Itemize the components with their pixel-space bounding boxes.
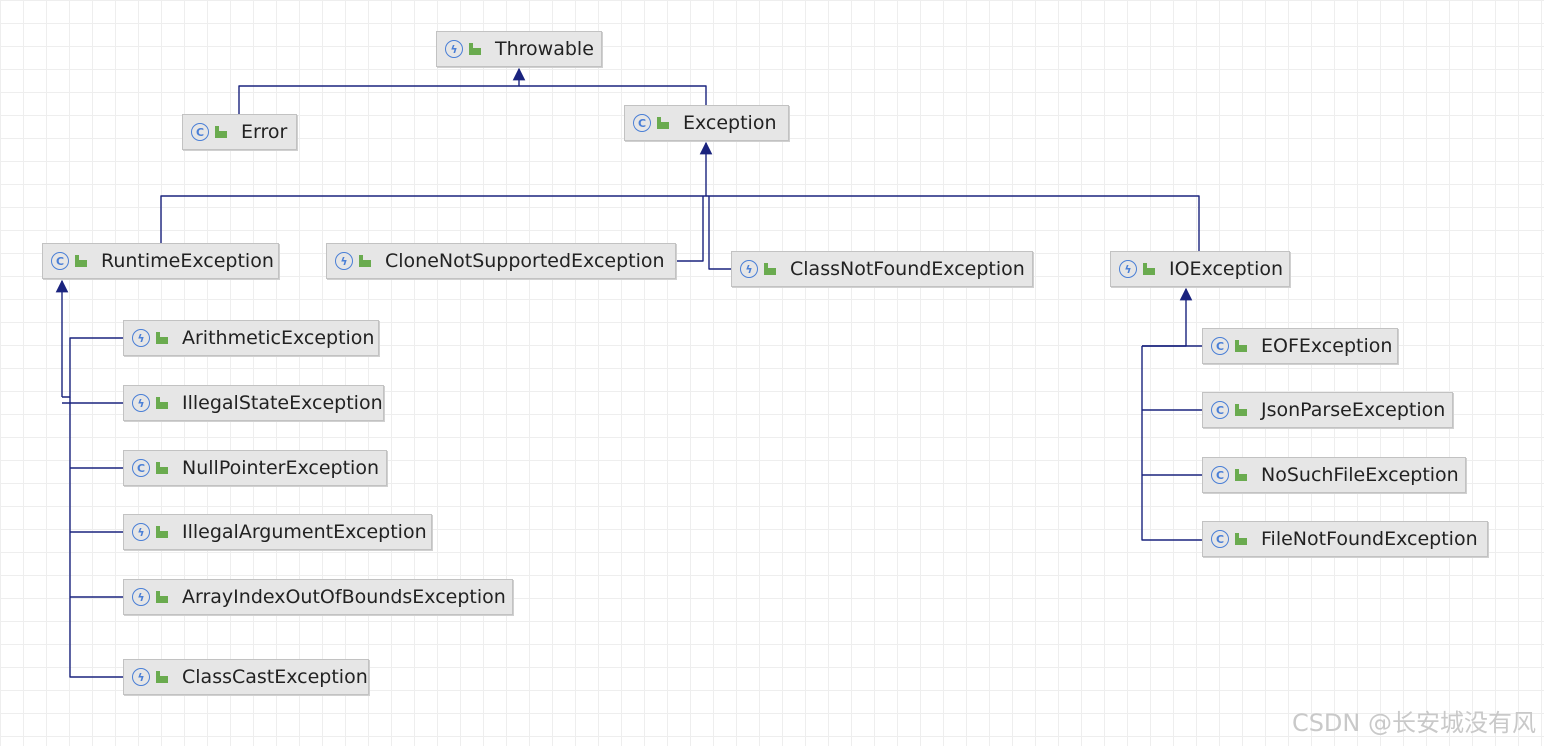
edge-cnf-exception: [708, 196, 731, 270]
class-icon: C: [51, 252, 69, 270]
package-icon: [215, 126, 227, 138]
exception-class-icon: ϟ: [740, 260, 758, 278]
node-label: ClassCastException: [182, 666, 368, 688]
node-label: Exception: [683, 112, 777, 134]
node-file-not-found-exception[interactable]: C FileNotFoundException: [1202, 521, 1488, 557]
edge-error-throwable: [238, 67, 526, 114]
node-label: FileNotFoundException: [1261, 528, 1478, 550]
package-icon: [359, 255, 371, 267]
package-icon: [75, 255, 87, 267]
exception-class-icon: ϟ: [132, 329, 150, 347]
node-label: IOException: [1169, 258, 1284, 280]
exception-class-icon: ϟ: [335, 252, 353, 270]
package-icon: [1235, 469, 1247, 481]
edge-io-children: [1142, 287, 1193, 347]
node-clone-not-supported-exception[interactable]: ϟ CloneNotSupportedException: [326, 243, 676, 279]
node-label: Error: [241, 121, 288, 143]
node-label: NoSuchFileException: [1261, 464, 1459, 486]
package-icon: [657, 117, 669, 129]
node-error[interactable]: C Error: [182, 114, 297, 150]
node-label: ArithmeticException: [182, 327, 375, 349]
exception-class-icon: ϟ: [1119, 260, 1137, 278]
node-array-index-out-of-bounds-exception[interactable]: ϟ ArrayIndexOutOfBoundsException: [123, 579, 513, 615]
node-eof-exception[interactable]: C EOFException: [1202, 328, 1398, 364]
class-icon: C: [191, 123, 209, 141]
node-label: NullPointerException: [182, 457, 379, 479]
node-label: IllegalArgumentException: [182, 521, 427, 543]
exception-class-icon: ϟ: [132, 588, 150, 606]
node-arithmetic-exception[interactable]: ϟ ArithmeticException: [123, 320, 379, 356]
node-class-cast-exception[interactable]: ϟ ClassCastException: [123, 659, 369, 695]
class-icon: C: [633, 114, 651, 132]
node-class-not-found-exception[interactable]: ϟ ClassNotFoundException: [731, 251, 1033, 287]
node-json-parse-exception[interactable]: C JsonParseException: [1202, 392, 1453, 428]
edge-runtime-exception: [160, 141, 713, 243]
node-label: JsonParseException: [1261, 399, 1446, 421]
node-label: IllegalStateException: [182, 392, 383, 414]
edge-io-exception: [706, 195, 1200, 251]
exception-class-icon: ϟ: [132, 668, 150, 686]
edge-arith-runtime: [62, 337, 123, 398]
class-icon: C: [1211, 466, 1229, 484]
package-icon: [156, 332, 168, 344]
exception-class-icon: ϟ: [445, 40, 463, 58]
node-null-pointer-exception[interactable]: C NullPointerException: [123, 450, 387, 486]
class-icon: C: [1211, 530, 1229, 548]
package-icon: [156, 397, 168, 409]
class-icon: C: [1211, 401, 1229, 419]
package-icon: [156, 591, 168, 603]
package-icon: [1235, 340, 1247, 352]
edge-exception-throwable: [519, 85, 707, 105]
node-label: ClassNotFoundException: [790, 258, 1025, 280]
node-runtime-exception[interactable]: C RuntimeException: [42, 243, 279, 279]
node-label: EOFException: [1261, 335, 1393, 357]
node-illegal-argument-exception[interactable]: ϟ IllegalArgumentException: [123, 514, 432, 550]
node-illegal-state-exception[interactable]: ϟ IllegalStateException: [123, 385, 384, 421]
class-icon: C: [1211, 337, 1229, 355]
edge-clone-exception: [676, 196, 704, 262]
package-icon: [1235, 404, 1247, 416]
class-icon: C: [132, 459, 150, 477]
node-throwable[interactable]: ϟ Throwable: [436, 31, 602, 67]
package-icon: [1235, 533, 1247, 545]
edge-runtime-trunk: [69, 397, 123, 678]
node-io-exception[interactable]: ϟ IOException: [1110, 251, 1290, 287]
node-label: CloneNotSupportedException: [385, 250, 665, 272]
exception-class-icon: ϟ: [132, 394, 150, 412]
package-icon: [1143, 263, 1155, 275]
package-icon: [156, 462, 168, 474]
node-no-such-file-exception[interactable]: C NoSuchFileException: [1202, 457, 1466, 493]
package-icon: [156, 671, 168, 683]
node-label: Throwable: [495, 38, 594, 60]
node-exception[interactable]: C Exception: [624, 105, 789, 141]
package-icon: [156, 526, 168, 538]
edge-io-trunk: [1141, 346, 1202, 541]
exception-class-icon: ϟ: [132, 523, 150, 541]
package-icon: [469, 43, 481, 55]
watermark: CSDN @长安城没有风: [1291, 709, 1536, 737]
node-label: ArrayIndexOutOfBoundsException: [182, 586, 506, 608]
node-label: RuntimeException: [101, 250, 274, 272]
package-icon: [764, 263, 776, 275]
